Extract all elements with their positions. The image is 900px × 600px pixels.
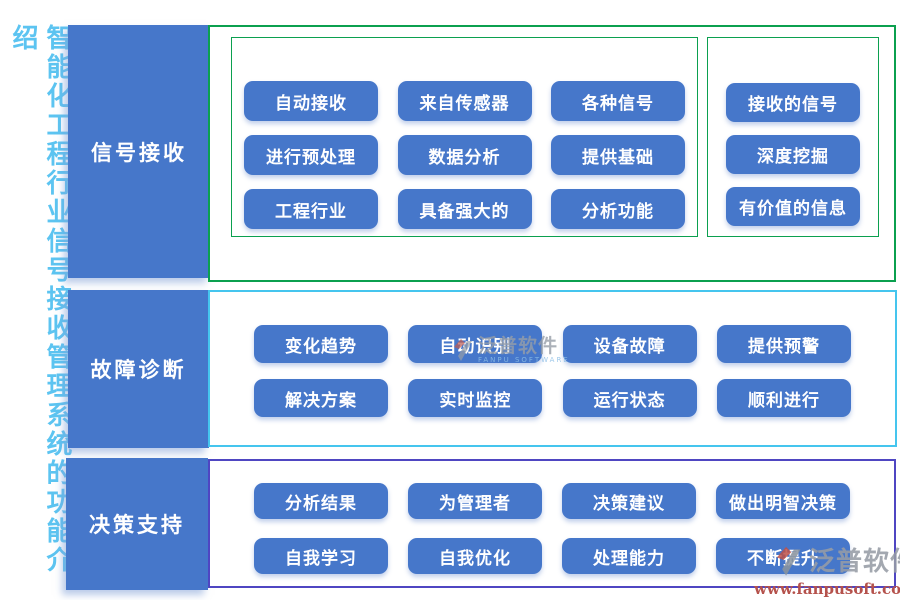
feature-tag: 数据分析 <box>397 135 532 175</box>
category-signal-reception: 信号接收 <box>68 25 210 278</box>
tag-row: 自我学习 自我优化 处理能力 不断提升 <box>210 538 894 574</box>
feature-tag: 分析功能 <box>551 189 685 229</box>
signal-side-group: 接收的信号 深度挖掘 有价值的信息 <box>707 37 879 237</box>
tag-row: 自动接收 来自传感器 各种信号 <box>244 81 685 121</box>
category-decision-support: 决策支持 <box>66 458 208 590</box>
feature-tag: 做出明智决策 <box>716 483 850 519</box>
tag-row: 解决方案 实时监控 运行状态 顺利进行 <box>210 379 895 417</box>
feature-tag: 分析结果 <box>254 483 388 519</box>
feature-tag: 自我学习 <box>254 538 388 574</box>
feature-tag: 自我优化 <box>408 538 542 574</box>
feature-tag: 提供基础 <box>551 135 685 175</box>
feature-tag: 深度挖掘 <box>726 135 860 174</box>
section-decision-support-panel: 分析结果 为管理者 决策建议 做出明智决策 自我学习 自我优化 处理能力 不断提… <box>208 459 896 588</box>
tag-row: 工程行业 具备强大的 分析功能 <box>244 189 685 229</box>
feature-tag: 实时监控 <box>408 379 543 417</box>
feature-tag: 变化趋势 <box>254 325 388 363</box>
feature-tag: 自动接收 <box>244 81 378 121</box>
feature-tag: 接收的信号 <box>726 83 860 122</box>
feature-tag: 工程行业 <box>244 189 378 229</box>
tag-row: 进行预处理 数据分析 提供基础 <box>244 135 685 175</box>
feature-tag: 有价值的信息 <box>726 187 860 226</box>
section-signal-reception-panel: 自动接收 来自传感器 各种信号 进行预处理 数据分析 提供基础 工程行业 具备强… <box>208 25 896 282</box>
tag-row: 变化趋势 自动识别 设备故障 提供预警 <box>210 325 895 363</box>
feature-tag: 设备故障 <box>562 325 697 363</box>
feature-tag: 处理能力 <box>562 538 696 574</box>
feature-tag: 不断提升 <box>716 538 850 574</box>
page-title: 智能化工程行业信号接收管理系统的功能介绍 <box>8 24 72 575</box>
feature-tag: 自动识别 <box>408 325 543 363</box>
feature-tag: 决策建议 <box>562 483 696 519</box>
feature-tag: 来自传感器 <box>397 81 532 121</box>
category-fault-diagnosis: 故障诊断 <box>68 290 209 448</box>
feature-tag: 运行状态 <box>562 379 697 417</box>
feature-tag: 顺利进行 <box>716 379 851 417</box>
feature-tag: 进行预处理 <box>244 135 378 175</box>
feature-tag: 为管理者 <box>408 483 542 519</box>
feature-tag: 具备强大的 <box>397 189 532 229</box>
feature-tag: 各种信号 <box>551 81 685 121</box>
feature-tag: 解决方案 <box>254 379 388 417</box>
feature-tag: 提供预警 <box>716 325 851 363</box>
tag-row: 分析结果 为管理者 决策建议 做出明智决策 <box>210 483 894 519</box>
section-fault-diagnosis-panel: 变化趋势 自动识别 设备故障 提供预警 解决方案 实时监控 运行状态 顺利进行 <box>208 290 897 447</box>
signal-main-group: 自动接收 来自传感器 各种信号 进行预处理 数据分析 提供基础 工程行业 具备强… <box>231 37 698 237</box>
